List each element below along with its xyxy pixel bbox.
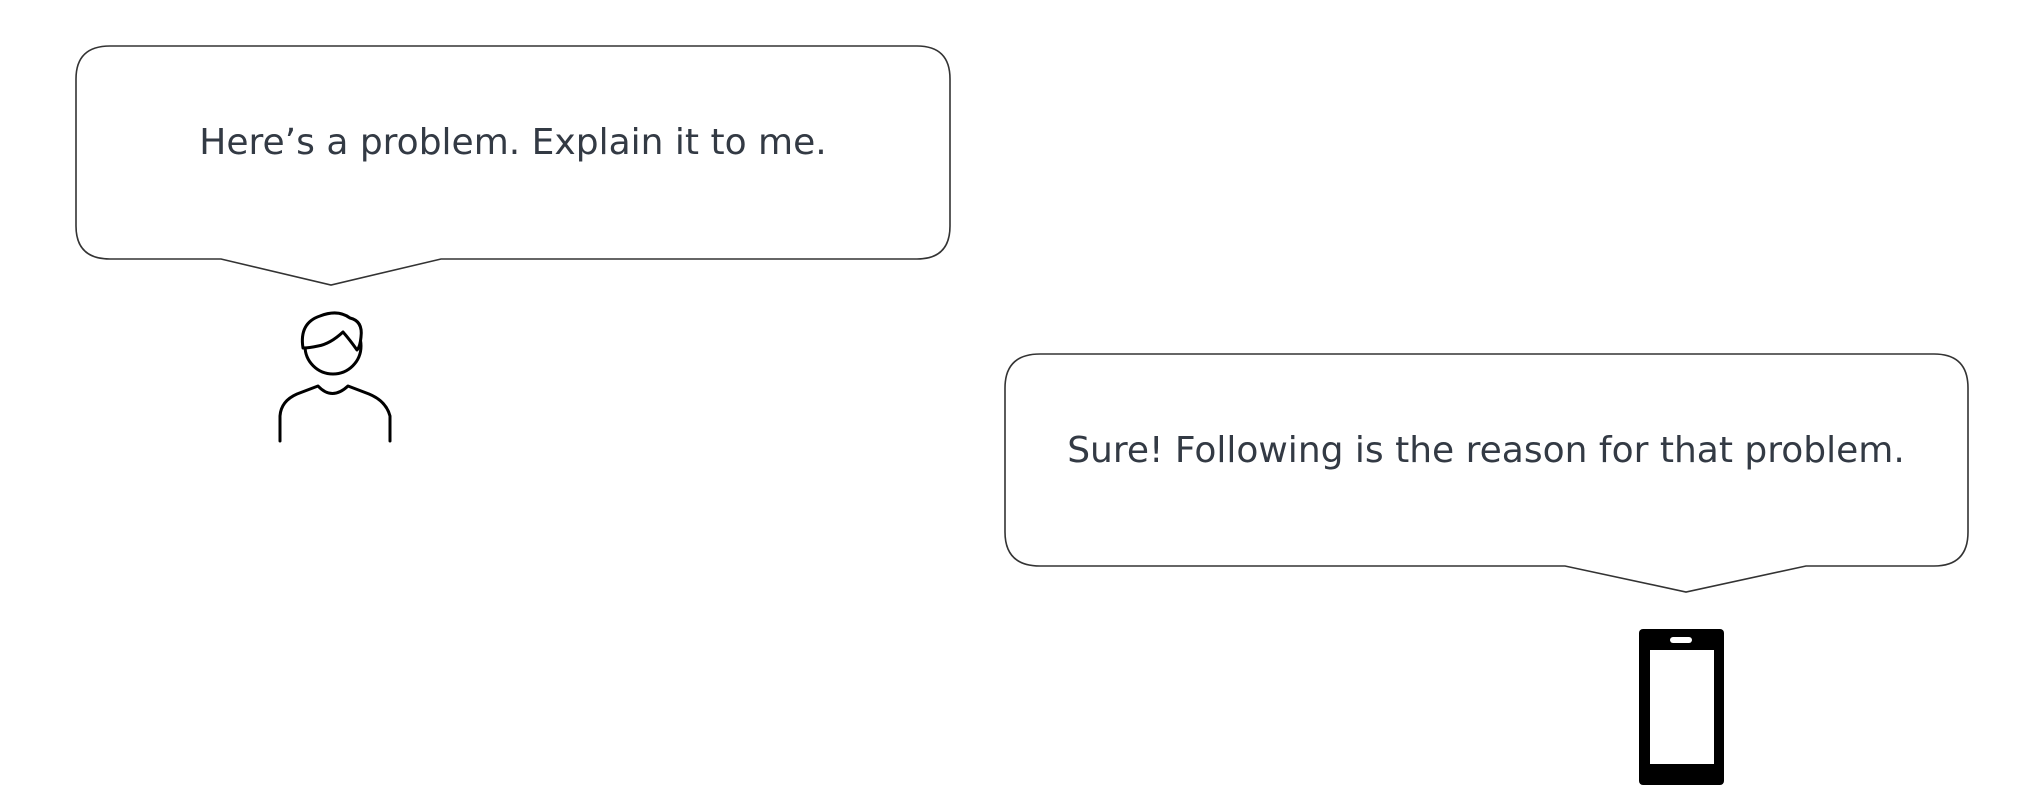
assistant-message-text: Sure! Following is the reason for that p… bbox=[1067, 430, 1905, 471]
user-message-text: Here’s a problem. Explain it to me. bbox=[199, 122, 826, 163]
person-icon bbox=[278, 311, 392, 443]
user-bubble-outline bbox=[75, 45, 951, 286]
assistant-bubble-outline bbox=[1004, 353, 1969, 593]
user-speech-bubble: Here’s a problem. Explain it to me. bbox=[75, 45, 951, 286]
smartphone-icon bbox=[1639, 629, 1724, 785]
assistant-speech-bubble: Sure! Following is the reason for that p… bbox=[1004, 353, 1969, 593]
